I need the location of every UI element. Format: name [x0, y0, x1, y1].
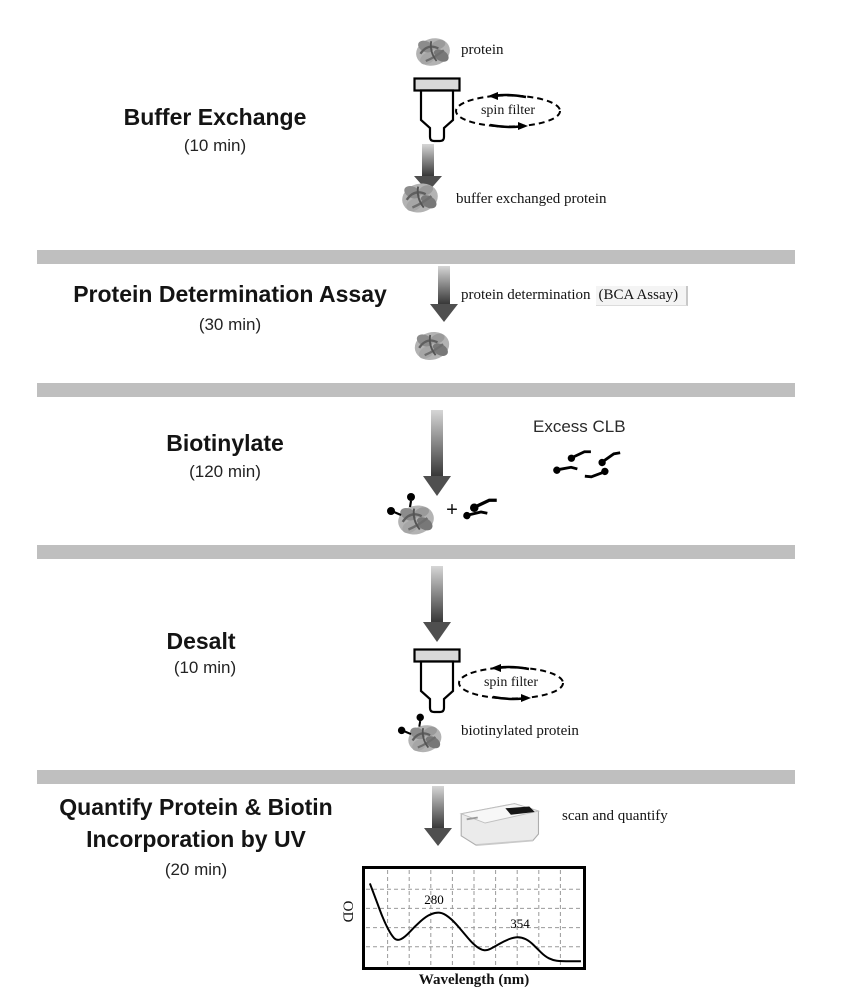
- y-axis-label: OD: [339, 900, 356, 923]
- down-arrow-icon: [430, 266, 458, 322]
- spin-filter-label: spin filter: [483, 675, 539, 690]
- step5-title-line1: Quantify Protein & Biotin: [59, 794, 333, 820]
- peak-354-label: 354: [510, 916, 530, 931]
- step1-duration: (10 min): [183, 136, 247, 155]
- separator-bar: [37, 250, 795, 264]
- separator-bar: [37, 383, 795, 397]
- peak-280-label: 280: [424, 892, 444, 907]
- spectrophotometer-icon: [452, 799, 544, 847]
- plot-grid: [366, 870, 582, 966]
- step4-title: Desalt: [166, 628, 236, 654]
- step3-title: Biotinylate: [166, 430, 284, 456]
- biotinylated-protein-label: biotinylated protein: [461, 723, 579, 739]
- spin-filter-label: spin filter: [480, 103, 536, 118]
- protein-determination-label: protein determination: [461, 287, 591, 303]
- step5-title-line2: Incorporation by UV: [86, 826, 306, 852]
- protein-icon: [410, 327, 454, 365]
- biotinylated-protein-icon: [397, 712, 449, 758]
- protein-label: protein: [461, 42, 504, 58]
- spin-filter-tube-icon: [413, 647, 461, 715]
- bca-assay-label: (BCA Assay): [595, 286, 689, 306]
- down-arrow-icon: [423, 566, 451, 642]
- separator-bar: [37, 545, 795, 559]
- step2-title: Protein Determination Assay: [73, 281, 387, 307]
- down-arrow-icon: [424, 786, 452, 846]
- step5-duration: (20 min): [164, 860, 228, 879]
- bca-assay-row: protein determination(BCA Assay): [461, 286, 689, 306]
- uv-spectrum-plot: 280 354: [362, 866, 586, 970]
- x-axis-label: Wavelength (nm): [418, 972, 530, 988]
- down-arrow-icon: [414, 144, 442, 192]
- protein-icon: [396, 179, 444, 217]
- excess-clb-label: Excess CLB: [533, 417, 626, 436]
- biotinylated-protein-icon: [386, 492, 442, 540]
- step2-duration: (30 min): [198, 315, 262, 334]
- protein-icon: [410, 34, 456, 70]
- buffer-exchanged-protein-label: buffer exchanged protein: [456, 191, 607, 207]
- step1-title: Buffer Exchange: [123, 104, 307, 130]
- plus-sign: +: [446, 497, 458, 521]
- absorbance-curve: [368, 883, 581, 963]
- separator-bar: [37, 770, 795, 784]
- scan-and-quantify-label: scan and quantify: [562, 808, 668, 824]
- step4-duration: (10 min): [173, 658, 237, 677]
- down-arrow-icon: [423, 410, 451, 496]
- clb-molecule-icon: [583, 464, 610, 484]
- step3-duration: (120 min): [189, 462, 261, 481]
